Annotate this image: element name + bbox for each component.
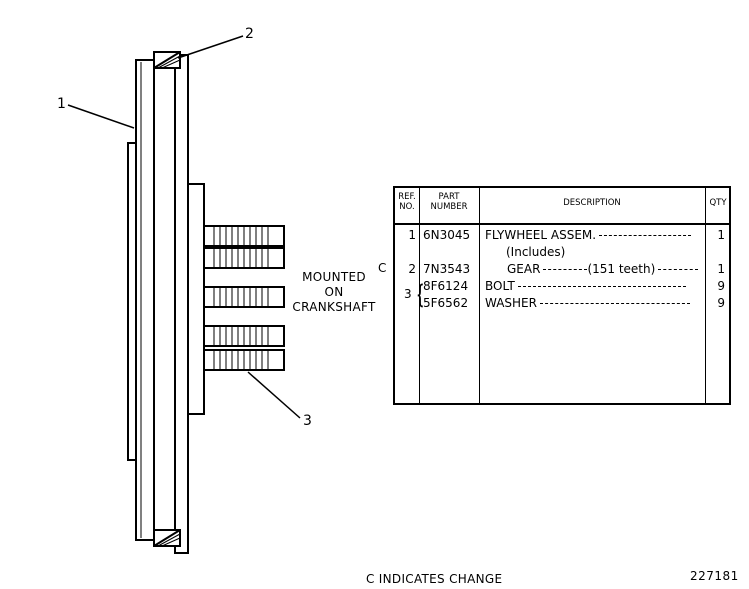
bracket-ref: 3: [404, 287, 412, 301]
header-text: REF.: [398, 192, 416, 202]
table-row: 2 7N3543 GEAR (151 teeth) 1: [395, 261, 729, 278]
header-ref: REF. NO.: [395, 192, 419, 212]
ref-cell: 2: [408, 262, 416, 276]
leader-dots: [517, 286, 686, 287]
leader-dots: [539, 303, 690, 304]
part-cell: 5F6562: [423, 296, 469, 310]
mounted-note-line: ON: [324, 285, 344, 299]
table-row: (Includes): [395, 244, 729, 261]
description-text: GEAR: [507, 262, 541, 276]
header-text: NUMBER: [430, 202, 468, 212]
qty-cell: 1: [717, 228, 725, 242]
mounted-note-line: MOUNTED: [302, 270, 366, 284]
description-text: WASHER: [485, 296, 537, 310]
mounted-note: MOUNTED ON CRANKSHAFT: [286, 270, 382, 315]
header-qty: QTY: [709, 198, 727, 208]
column-divider: [705, 188, 706, 403]
leader-dots: [543, 269, 588, 270]
header-divider: [395, 223, 729, 225]
column-divider: [419, 188, 420, 403]
footer-note: C INDICATES CHANGE: [366, 572, 503, 586]
ring-gear: [153, 51, 181, 547]
qty-cell: 1: [717, 262, 725, 276]
table-row: 1 6N3045 FLYWHEEL ASSEM. 1: [395, 227, 729, 244]
table-row: 8F6124 BOLT 9: [395, 278, 729, 295]
parts-table: REF. NO. PART NUMBER DESCRIPTION QTY 1 6…: [393, 186, 731, 405]
image-number: 227181: [690, 569, 739, 583]
header-text: NO.: [399, 202, 415, 212]
brace-icon: {: [416, 280, 425, 310]
part-cell: 8F6124: [423, 279, 469, 293]
bolt-threads: [213, 226, 269, 370]
callout-2: 2: [245, 26, 254, 42]
description-text: FLYWHEEL ASSEM.: [485, 228, 597, 242]
change-marker: C: [378, 261, 387, 275]
description-cell: WASHER: [485, 295, 699, 312]
column-divider: [479, 188, 480, 403]
description-cell: BOLT: [485, 278, 699, 295]
callout-1: 1: [57, 96, 66, 112]
leader-dots: [599, 235, 692, 236]
header-text: PART: [438, 192, 460, 202]
part-cell: 7N3543: [423, 262, 471, 276]
description-text: BOLT: [485, 279, 515, 293]
flywheel-body: [127, 54, 205, 554]
table-row: 5F6562 WASHER 9: [395, 295, 729, 312]
leader-lines: [67, 35, 301, 419]
mounted-note-line: CRANKSHAFT: [292, 300, 376, 314]
ref-cell: 1: [408, 228, 416, 242]
qty-cell: 9: [717, 279, 725, 293]
description-cell: (Includes): [506, 245, 566, 259]
qty-cell: 9: [717, 296, 725, 310]
header-part: PART NUMBER: [419, 192, 479, 212]
callout-3: 3: [303, 413, 312, 429]
leader-dots: [658, 269, 699, 270]
header-description: DESCRIPTION: [563, 198, 621, 208]
description-extra: (151 teeth): [587, 262, 656, 276]
description-cell: FLYWHEEL ASSEM.: [485, 227, 699, 244]
part-cell: 6N3045: [423, 228, 471, 242]
description-cell: GEAR (151 teeth): [507, 261, 721, 278]
